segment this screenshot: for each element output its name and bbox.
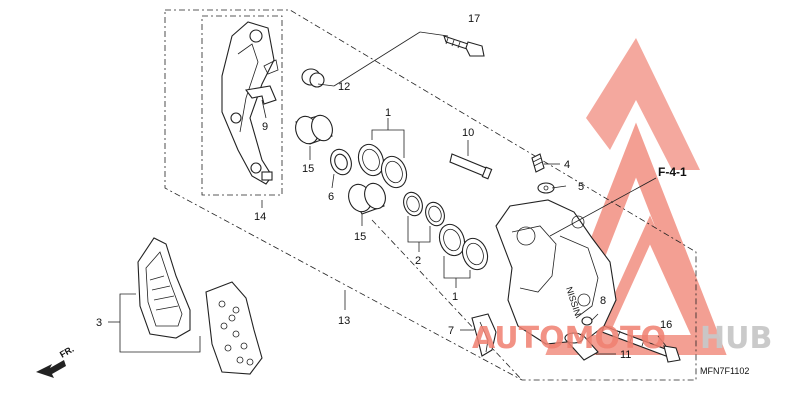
callout-6: 6 [328, 191, 334, 203]
pad-clip [245, 59, 279, 105]
assembly-outline-link [371, 219, 523, 381]
direction-label: FR. [58, 344, 76, 360]
brake-pad-front [205, 281, 263, 375]
callout-8: 8 [600, 295, 606, 307]
reference-label: F-4-1 [658, 165, 687, 179]
diagram-code: MFN7F1102 [700, 366, 749, 376]
seal-set-upper [357, 143, 408, 189]
callout-labels: 17 12 9 14 15 6 15 1 2 1 10 4 5 13 3 7 8… [96, 13, 749, 376]
pin-boot [301, 68, 325, 88]
leader-lines [108, 31, 667, 355]
front-direction-arrow-icon: FR. [36, 344, 76, 378]
callout-7: 7 [448, 325, 454, 337]
pin-bolt [601, 325, 681, 363]
watermark-word-2: HUB [700, 321, 772, 356]
callout-9: 9 [262, 121, 268, 133]
seal-set-lower [438, 223, 489, 271]
watermark-word-1: AUTOMOTO [472, 321, 666, 356]
callout-1-lower: 1 [452, 291, 458, 303]
small-washer [581, 316, 593, 326]
callout-1-upper: 1 [385, 107, 391, 119]
brake-pad-rear [137, 237, 191, 339]
small-piston [330, 148, 352, 176]
piston-sleeve-lower [348, 182, 386, 215]
caliper-body: NISSIN [495, 199, 617, 345]
slide-pin [449, 153, 493, 180]
callout-16: 16 [660, 319, 672, 331]
piston-sleeve-upper [295, 114, 333, 145]
callout-13: 13 [338, 315, 350, 327]
callout-17: 17 [468, 13, 480, 25]
callout-4: 4 [564, 159, 570, 171]
mounting-bolt [443, 35, 485, 57]
callout-10: 10 [462, 127, 474, 139]
seal-set-mid [403, 191, 445, 227]
bleeder-screw [531, 153, 545, 173]
callout-14: 14 [254, 211, 266, 223]
callout-3: 3 [96, 317, 102, 329]
caliper-bracket [221, 21, 275, 185]
watermark-text: AUTOMOTO HUB [472, 321, 772, 356]
callout-15-lower: 15 [354, 231, 366, 243]
assembly-outline [164, 9, 697, 381]
retainer-pin [564, 332, 599, 361]
callout-15-upper: 15 [302, 163, 314, 175]
pad-spring [471, 313, 497, 357]
callout-11: 11 [620, 349, 631, 361]
bleeder-cap [537, 182, 555, 194]
callout-5: 5 [578, 181, 584, 193]
callout-12: 12 [338, 81, 350, 93]
callout-2: 2 [415, 255, 421, 267]
